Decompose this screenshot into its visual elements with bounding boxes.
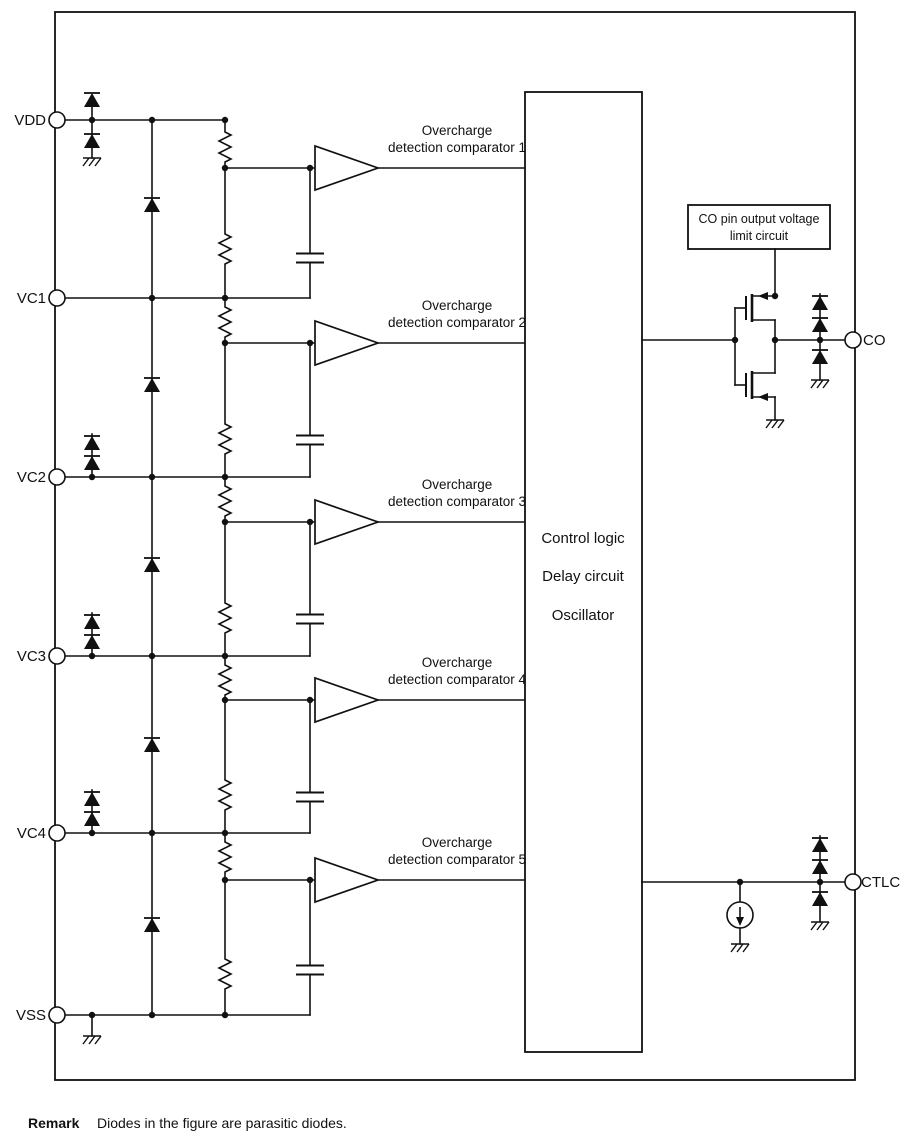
pin-vc1 [48,289,66,307]
capacitor-icon [294,434,326,446]
pin-label-vc3: VC3 [17,648,46,665]
comparator-5-symbol [314,856,381,904]
remark-label: Remark [28,1115,80,1131]
comparator-1-label-line2: detection comparator 1 [388,140,526,155]
co-limit-box [687,204,831,250]
comparator-4-symbol [314,676,381,724]
pin-label-vdd: VDD [14,112,46,129]
pmos-arrow-icon [758,292,768,300]
pin-label-vc2: VC2 [17,469,46,486]
capacitor-icon [294,252,326,264]
pin-label-ctlc: CTLC [861,874,900,891]
comparator-5-label-line2: detection comparator 5 [388,852,526,867]
pin-vc4 [48,824,66,842]
control-logic-block [524,91,643,1053]
pin-label-vss: VSS [16,1007,46,1024]
delay-circuit-label: Delay circuit [542,568,625,585]
co-limit-box-label-line2: limit circuit [730,229,789,243]
pin-label-co: CO [863,332,886,349]
resistor-icon [216,952,234,994]
comparator-4-label-line1: Overcharge [422,655,493,670]
nmos-arrow-icon [758,393,768,401]
co-limit-box-label-line1: CO pin output voltage [699,212,820,226]
comparator-2-label-line1: Overcharge [422,298,493,313]
comparator-2-label-line2: detection comparator 2 [388,315,526,330]
control-logic-label: Control logic [541,530,625,547]
remark-text: Diodes in the figure are parasitic diode… [97,1115,347,1131]
comparator-3-label-line2: detection comparator 3 [388,494,526,509]
pin-vss [48,1006,66,1024]
resistor-icon [216,417,234,459]
resistor-icon [216,773,234,815]
comparator-5-label-line1: Overcharge [422,835,493,850]
resistor-icon [216,300,234,342]
comparator-2-symbol [314,319,381,367]
capacitor-icon [294,613,326,625]
resistor-icon [216,479,234,521]
comparator-4-label-line2: detection comparator 4 [388,672,527,687]
resistor-icon [216,125,234,167]
nmos-transistor [745,371,776,401]
co-pin-parasitics [810,293,830,389]
pin-co [844,331,862,349]
pin-label-vc4: VC4 [17,825,46,842]
resistor-icon [216,596,234,638]
current-source-arrow-icon [736,917,744,926]
comparators [314,144,526,904]
comparator-3-symbol [314,498,381,546]
pmos-transistor [745,292,776,322]
capacitor-icon [294,791,326,803]
pin-vdd [48,111,66,129]
ic-outline [54,11,856,1081]
resistor-icon [216,227,234,269]
pin-ctlc [844,873,862,891]
resistor-icon [216,835,234,877]
comparator-input-network [224,167,326,1016]
resistor-divider-rail [216,119,234,1016]
pin-vc3 [48,647,66,665]
comparator-3-label-line1: Overcharge [422,477,493,492]
left-parasitic-branches [82,92,102,1045]
capacitor-icon [294,964,326,976]
pin-label-vc1: VC1 [17,290,46,307]
parasitic-diode-rail [143,119,161,1016]
comparator-1-label-line1: Overcharge [422,123,493,138]
comparator-1-symbol [314,144,381,192]
ctlc-network [641,835,846,953]
resistor-icon [216,658,234,700]
pin-vc2 [48,468,66,486]
co-output-driver [641,292,846,429]
oscillator-label: Oscillator [552,607,615,624]
